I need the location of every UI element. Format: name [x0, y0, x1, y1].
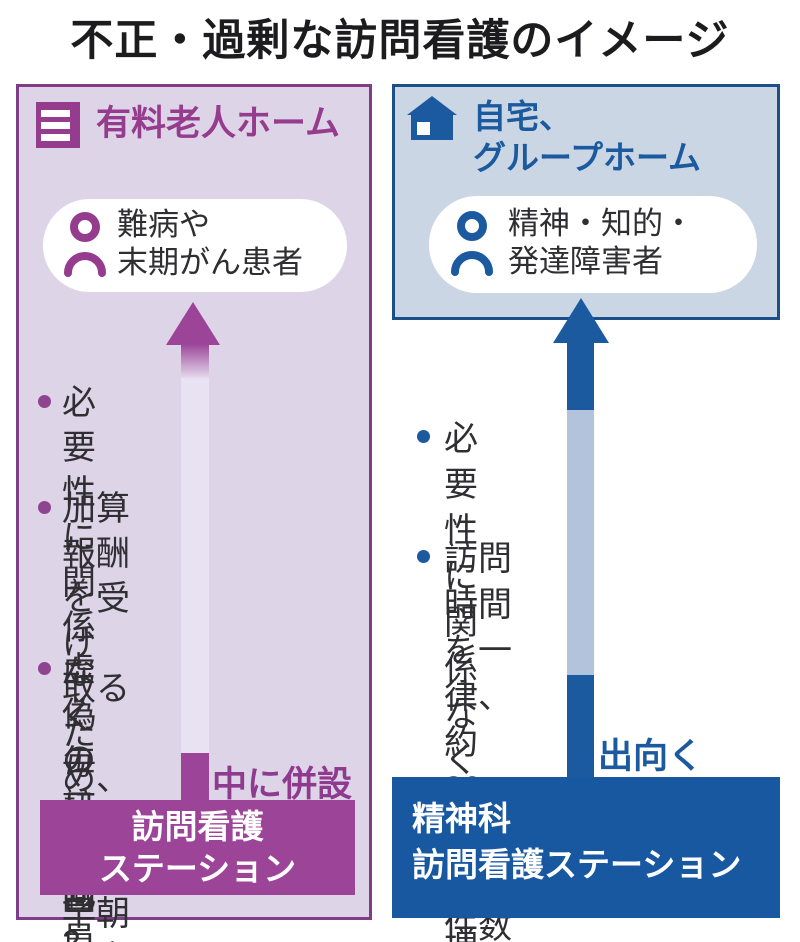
left-patient-pill: 難病や 末期がん患者 [43, 199, 347, 292]
person-icon [63, 211, 107, 277]
left-panel-title: 有料老人ホーム [96, 104, 340, 143]
up-arrow-shaft-right-light [567, 410, 594, 675]
right-patient-pill: 精神・知的・ 発達障害者 [429, 196, 757, 293]
up-arrow-shaft-right-top [567, 341, 594, 410]
bullet-dot [38, 395, 51, 408]
right-panel-header: 自宅、 グループホーム [407, 96, 701, 178]
home-group-home-panel: 自宅、 グループホーム 精神・知的・ 発達障害者 [392, 84, 780, 320]
up-arrow-shaft-left-base [181, 753, 209, 800]
bullet-dot [38, 501, 51, 514]
house-icon [407, 96, 457, 142]
up-arrow-shaft-left [181, 344, 209, 380]
bullet-dot [38, 662, 51, 675]
building-icon [36, 102, 80, 148]
bullet-dot [417, 430, 430, 443]
left-connector-label: 中に併設 [211, 765, 352, 804]
left-station-box: 訪問看護 ステーション [40, 800, 355, 895]
bullet-dot [417, 550, 430, 563]
person-icon [450, 210, 494, 276]
right-station-box: 精神科 訪問看護ステーション [392, 777, 780, 918]
up-arrow-shaft-left-light [181, 378, 209, 755]
left-patient-label: 難病や 末期がん患者 [117, 207, 303, 280]
up-arrow-head-left [166, 302, 220, 345]
right-patient-label: 精神・知的・ 発達障害者 [508, 206, 694, 279]
left-panel-header: 有料老人ホーム [36, 102, 340, 148]
up-arrow-head-right [553, 298, 609, 343]
up-arrow-shaft-right-base [567, 675, 594, 777]
page-title: 不正・過剰な訪問看護のイメージ [70, 17, 730, 65]
right-panel-title: 自宅、 グループホーム [473, 98, 702, 176]
right-panel-body: 必要性に関係なく 回数を増やす 訪問時間を一律、 約30分に絞り 件数を増やす … [392, 320, 780, 942]
right-connector-label: 出向く [597, 737, 703, 776]
paid-elderly-home-panel: 有料老人ホーム 難病や 末期がん患者 必要性に関係なく 毎日3回2人で訪問 加算… [16, 84, 372, 942]
